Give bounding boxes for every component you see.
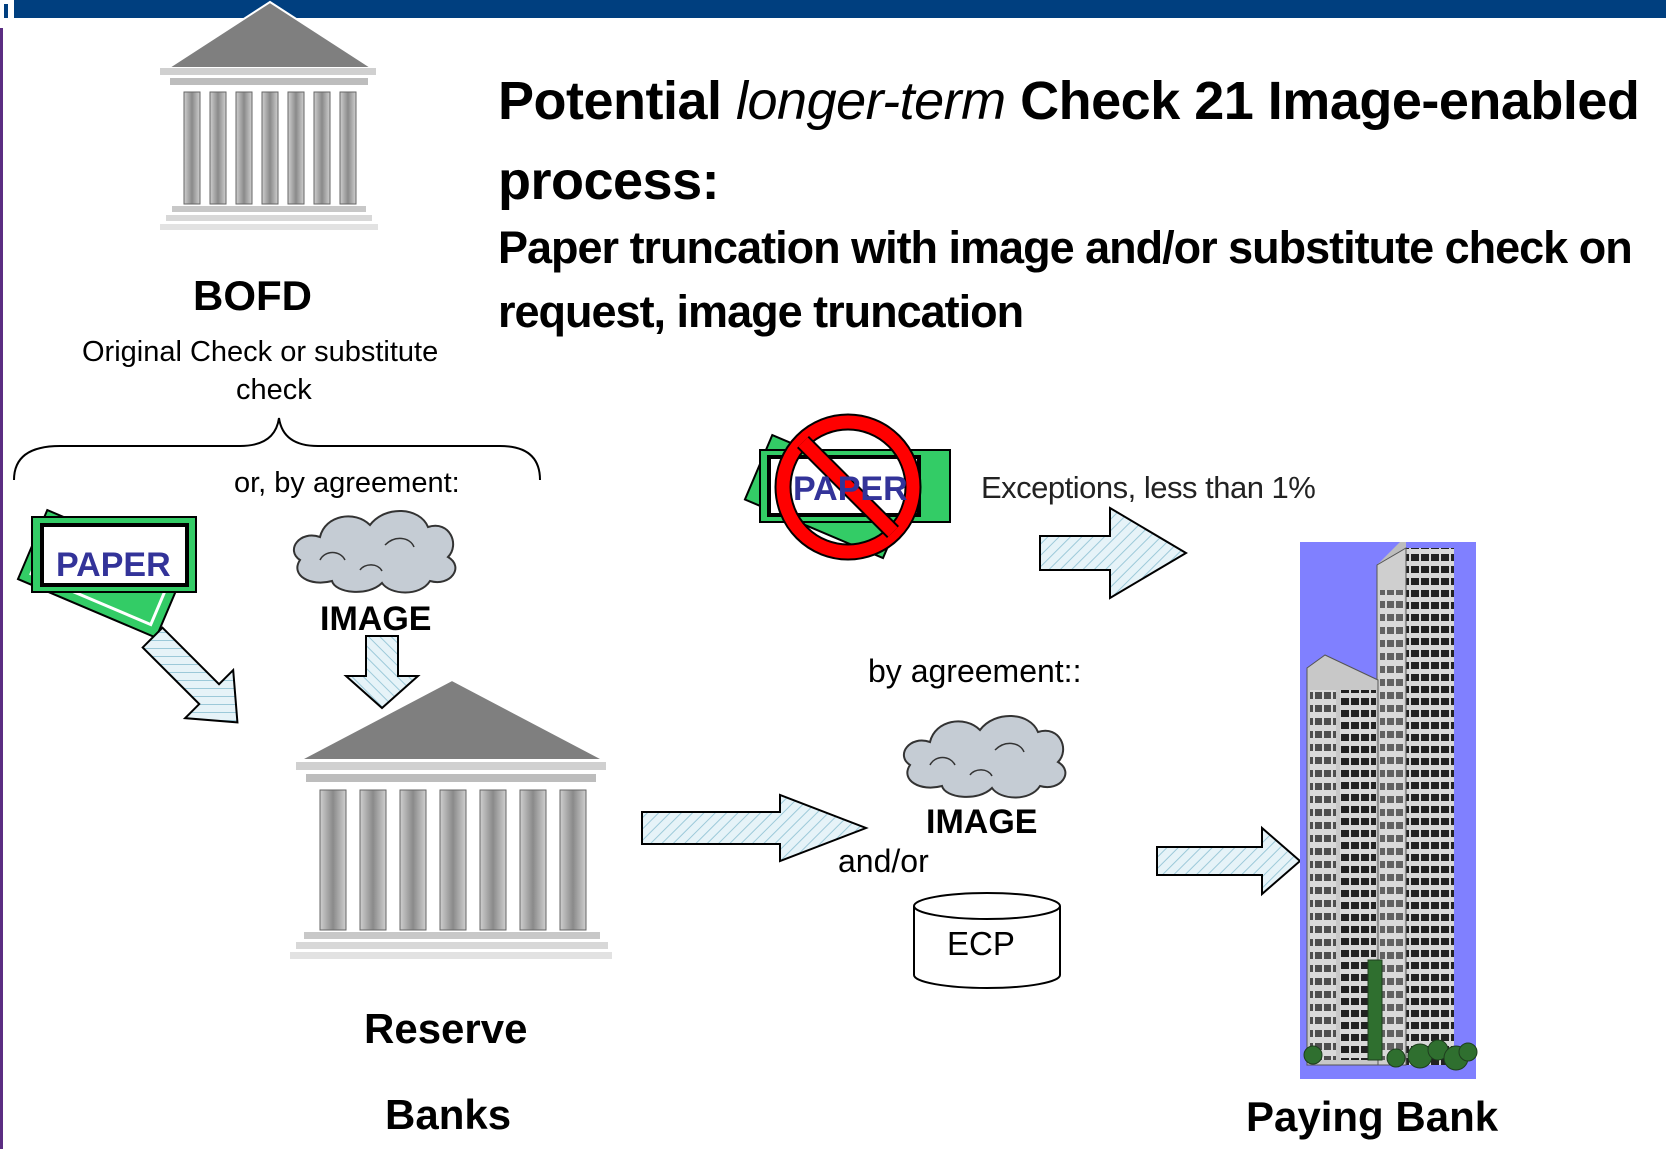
arrow-reserve-to-agreement — [641, 793, 869, 863]
building-column — [479, 789, 507, 931]
paper-check-icon — [16, 508, 197, 639]
left-accent-bar — [0, 28, 3, 1149]
title-line-1: Potential longer-term Check 21 Image-ena… — [498, 70, 1640, 132]
bofd-building-icon — [160, 0, 378, 230]
building-column — [261, 91, 279, 205]
grouping-brace — [13, 417, 541, 481]
exceptions-label: Exceptions, less than 1% — [981, 470, 1316, 505]
and-or-label: and/or — [838, 843, 929, 879]
reserve-bank-building-icon — [290, 678, 612, 959]
building-column — [439, 789, 467, 931]
building-column — [287, 91, 305, 205]
bofd-caption-line-2: check — [236, 374, 312, 406]
or-by-agreement-label: or, by agreement: — [234, 467, 460, 499]
agreement-image-label: IMAGE — [926, 803, 1038, 841]
building-column — [399, 789, 427, 931]
arrow-paper-to-reserve — [141, 626, 239, 724]
corner-mark — [0, 0, 14, 18]
building-column — [519, 789, 547, 931]
no-symbol-icon — [774, 413, 922, 561]
building-column — [183, 91, 201, 205]
header-bar — [0, 0, 1666, 18]
subtitle-line-1: Paper truncation with image and/or subst… — [498, 222, 1633, 273]
image-label: IMAGE — [320, 600, 432, 638]
ecp-label: ECP — [947, 925, 1015, 962]
ecp-cylinder-icon — [913, 892, 1061, 989]
bofd-label: BOFD — [193, 272, 312, 319]
building-column — [339, 91, 357, 205]
by-agreement-label: by agreement:: — [868, 653, 1082, 689]
reserve-label: Reserve — [364, 1005, 528, 1052]
building-column — [235, 91, 253, 205]
banks-label: Banks — [385, 1091, 512, 1138]
agreement-image-cloud-icon — [903, 715, 1067, 799]
title-italic: longer-term — [736, 71, 1006, 131]
title-suffix: Check 21 Image-enabled — [1005, 71, 1640, 131]
title-prefix: Potential — [498, 71, 737, 131]
title-line-2: process: — [498, 151, 720, 211]
paper-label: PAPER — [56, 546, 171, 584]
paying-bank-label: Paying Bank — [1246, 1093, 1499, 1140]
bofd-caption-line-1: Original Check or substitute — [82, 336, 439, 368]
exception-paper-label: PAPER — [793, 470, 908, 508]
arrow-image-to-reserve — [343, 635, 421, 710]
building-column — [313, 91, 331, 205]
subtitle-line-2: request, image truncation — [498, 286, 1024, 337]
paying-bank-building-icon — [1300, 542, 1478, 1079]
arrow-to-paying-bank — [1156, 825, 1302, 897]
building-column — [559, 789, 587, 931]
building-column — [209, 91, 227, 205]
building-column — [319, 789, 347, 931]
building-column — [359, 789, 387, 931]
image-cloud-icon — [293, 510, 457, 594]
arrow-exceptions — [1039, 506, 1188, 600]
